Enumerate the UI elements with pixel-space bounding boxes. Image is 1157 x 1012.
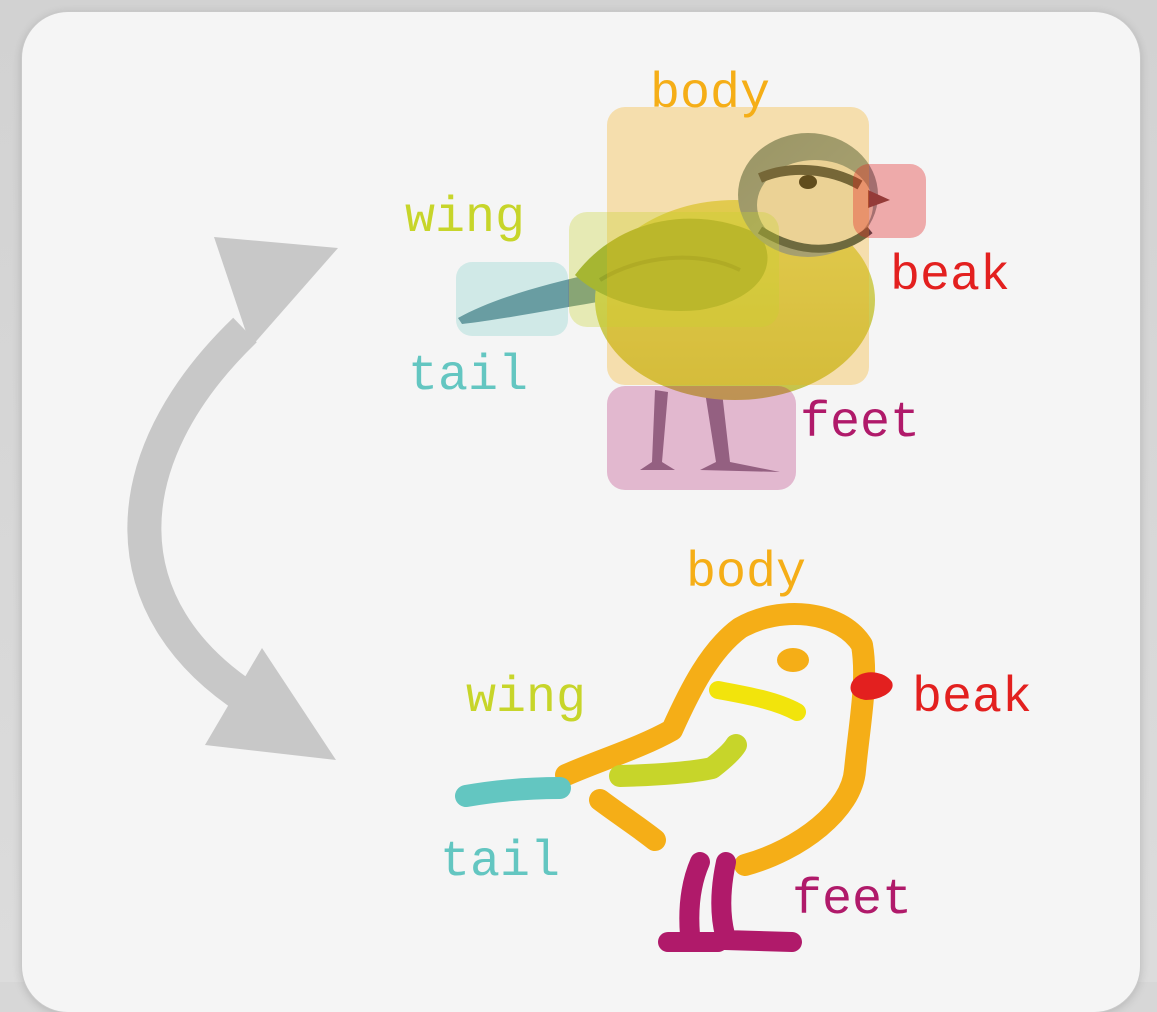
- photo-label-feet: feet: [800, 395, 920, 452]
- sketch-eye-dot: [777, 648, 809, 672]
- sketch-cheek-stroke: [718, 690, 797, 712]
- sketch-body-stroke: [566, 614, 864, 865]
- photo-beak-box: [853, 164, 926, 238]
- photo-wing-box: [569, 212, 779, 327]
- sketch-label-beak: beak: [912, 670, 1032, 727]
- sketch-label-tail: tail: [440, 834, 560, 891]
- sketch-label-wing: wing: [466, 670, 586, 727]
- photo-label-beak: beak: [890, 248, 1010, 305]
- figure-canvas: body wing beak tail feet body wing beak …: [0, 0, 1157, 982]
- double-headed-curved-arrow-icon: [144, 237, 338, 760]
- sketch-label-feet: feet: [792, 872, 912, 929]
- photo-tail-box: [456, 262, 568, 336]
- sketch-label-body: body: [686, 545, 806, 602]
- photo-label-body: body: [650, 66, 770, 123]
- sketch-feet-stroke: [668, 862, 792, 942]
- photo-label-tail: tail: [408, 348, 528, 405]
- sketch-tail-stroke: [466, 788, 560, 796]
- photo-label-wing: wing: [405, 190, 525, 247]
- sketch-belly-stroke: [600, 800, 655, 840]
- photo-feet-box: [607, 386, 796, 490]
